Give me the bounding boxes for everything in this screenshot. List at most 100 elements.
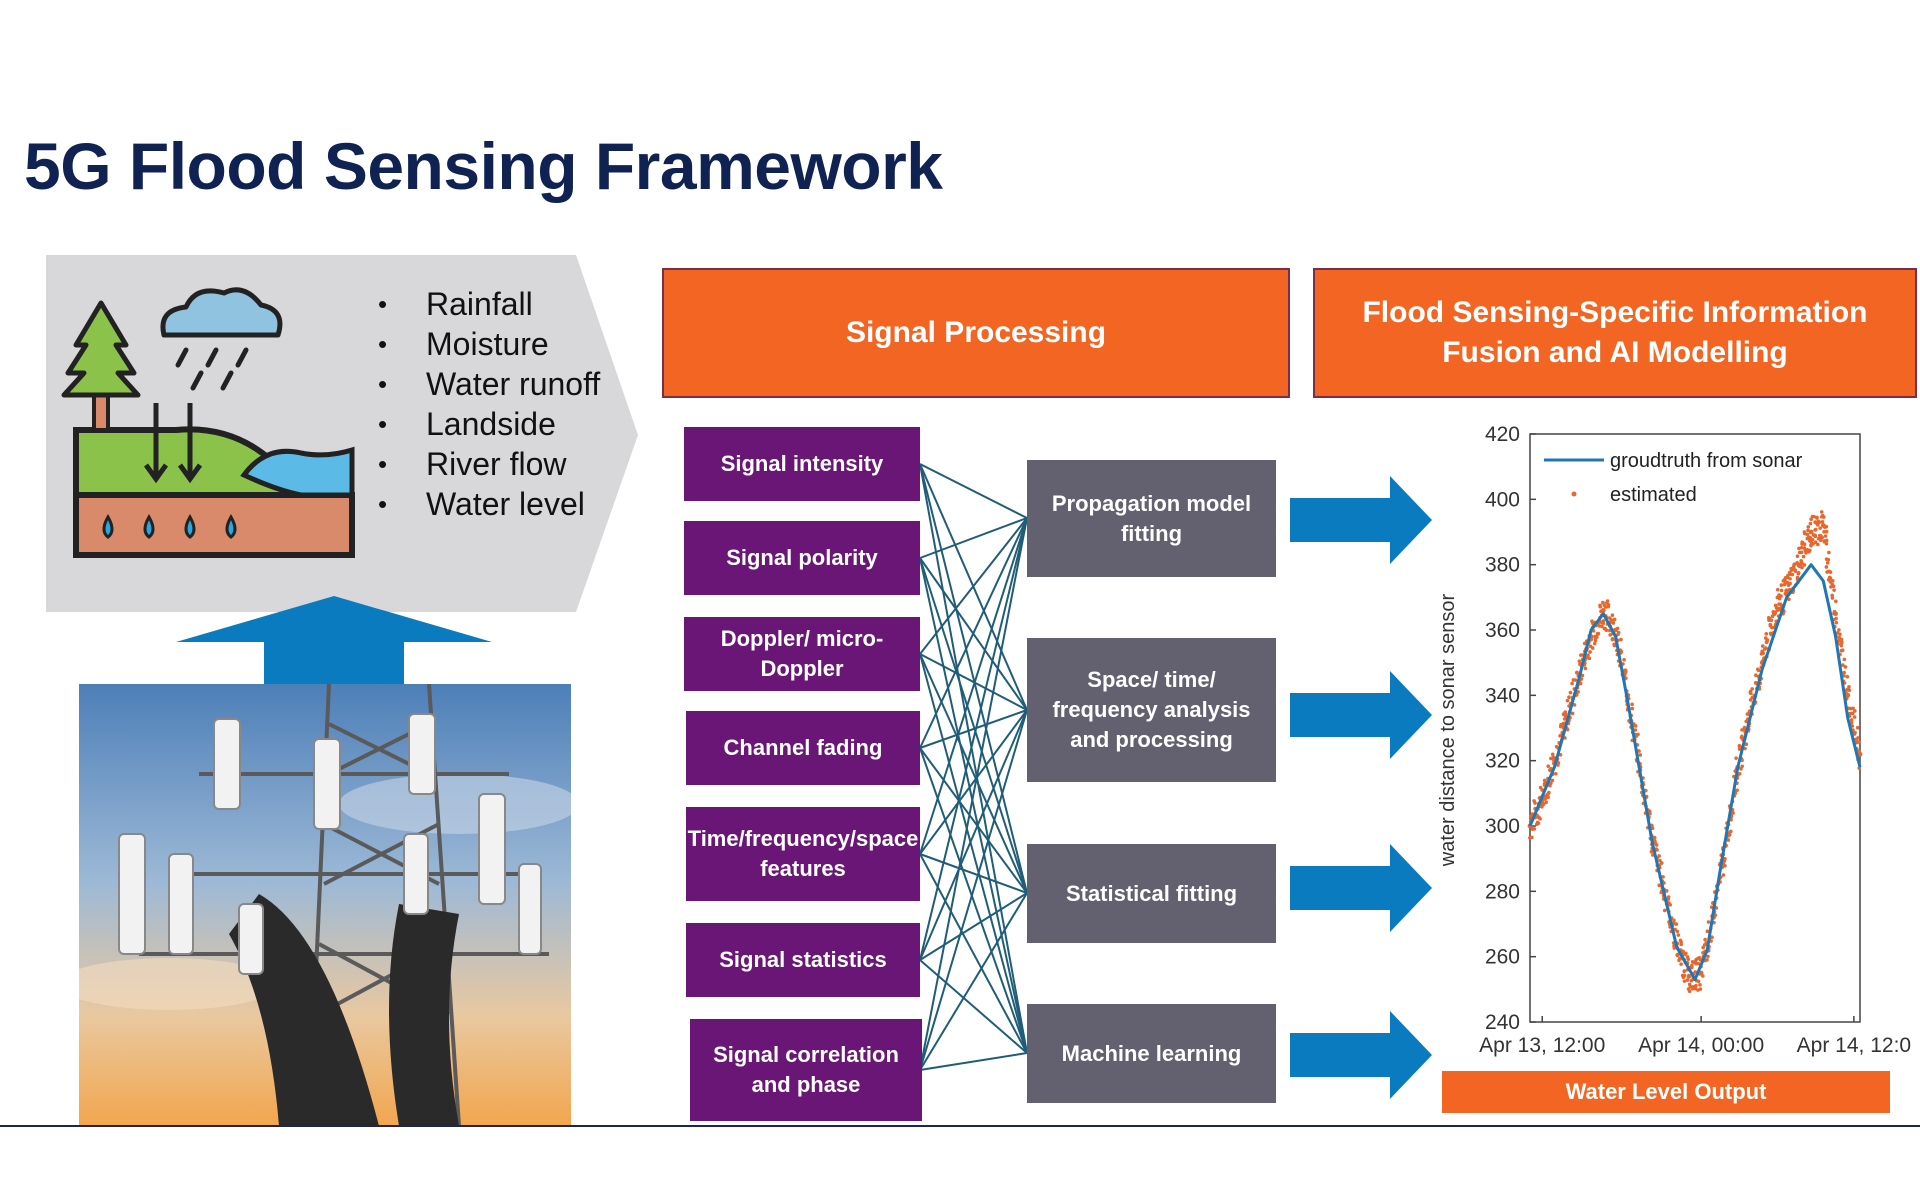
estimated-point <box>1729 829 1733 834</box>
up-arrow-icon <box>176 596 492 688</box>
estimated-point <box>1813 527 1818 532</box>
estimated-point <box>1572 703 1577 707</box>
estimated-point <box>1839 643 1844 648</box>
estimated-point <box>1748 689 1753 694</box>
y-tick-label: 300 <box>1485 815 1520 838</box>
estimated-point <box>1600 624 1604 629</box>
estimated-point <box>1779 588 1784 593</box>
estimated-point <box>1824 541 1829 546</box>
legend-dot-swatch <box>1571 491 1577 497</box>
hazard-item: Rainfall <box>378 284 636 324</box>
estimated-point <box>1633 728 1638 732</box>
estimated-point <box>1815 515 1819 520</box>
feature-time-frequency-space: Time/frequency/space features <box>686 807 920 901</box>
link-line <box>919 709 1028 855</box>
estimated-point <box>1765 638 1770 642</box>
estimated-point <box>1604 628 1609 633</box>
estimated-point <box>1583 666 1588 671</box>
estimated-point <box>1538 817 1542 821</box>
estimated-point <box>1849 720 1854 725</box>
link-line <box>919 517 1028 855</box>
estimated-point <box>1825 561 1830 565</box>
y-tick-label: 400 <box>1485 488 1520 511</box>
x-tick-label: Apr 14, 00:00 <box>1638 1034 1764 1057</box>
estimated-point <box>1834 599 1838 604</box>
y-tick-label: 420 <box>1485 423 1520 446</box>
estimated-point <box>1734 756 1738 760</box>
estimated-point <box>1742 725 1747 730</box>
estimated-point <box>1787 597 1791 602</box>
estimated-point <box>1657 854 1661 858</box>
estimated-point <box>1623 670 1628 674</box>
estimated-point <box>1703 937 1707 942</box>
estimated-point <box>1705 958 1709 962</box>
estimated-point <box>1654 843 1659 847</box>
estimated-point <box>1790 572 1795 577</box>
method-propagation-model: Propagation model fitting <box>1027 460 1276 577</box>
estimated-point <box>1772 611 1777 617</box>
estimated-point <box>1657 883 1661 888</box>
estimated-point <box>1586 653 1590 657</box>
estimated-point <box>1824 538 1829 543</box>
estimated-point <box>1800 540 1805 544</box>
cell-tower-image <box>79 684 571 1126</box>
estimated-point <box>1706 954 1710 959</box>
estimated-point <box>1782 582 1787 587</box>
estimated-point <box>1611 621 1616 625</box>
estimated-point <box>1775 587 1780 592</box>
estimated-point <box>1857 766 1862 770</box>
chart-ylabel: water distance to sonar sensor <box>1437 593 1459 867</box>
link-line <box>919 463 1028 519</box>
estimated-point <box>1679 942 1684 947</box>
estimated-point <box>1845 674 1850 679</box>
estimated-point <box>1668 903 1672 907</box>
link-line <box>919 892 1028 961</box>
estimated-point <box>1775 608 1780 613</box>
link-line <box>919 653 1028 1054</box>
x-tick-label: Apr 14, 12:0 <box>1797 1034 1911 1057</box>
estimated-point <box>1822 530 1826 534</box>
estimated-point <box>1573 678 1578 682</box>
estimated-point <box>1740 764 1745 769</box>
estimated-point <box>1536 821 1541 826</box>
estimated-point <box>1768 623 1773 627</box>
estimated-point <box>1830 578 1835 583</box>
hazard-item: Landside <box>378 404 636 444</box>
estimated-point <box>1750 687 1754 691</box>
estimated-point <box>1706 920 1711 924</box>
estimated-point <box>1809 517 1813 522</box>
estimated-point <box>1799 545 1804 550</box>
estimated-point <box>1705 929 1710 934</box>
estimated-point <box>1659 861 1664 865</box>
estimated-point <box>1828 576 1833 580</box>
y-tick-label: 380 <box>1485 554 1520 577</box>
estimated-point <box>1851 711 1855 716</box>
estimated-point <box>1845 692 1851 698</box>
hazard-item: River flow <box>378 444 636 484</box>
estimated-point <box>1764 632 1769 636</box>
estimated-point <box>1839 648 1844 653</box>
estimated-point <box>1600 608 1606 613</box>
water-level-output-label: Water Level Output <box>1442 1071 1890 1113</box>
estimated-point <box>1847 688 1852 692</box>
estimated-point <box>1622 657 1626 662</box>
legend-label: estimated <box>1610 484 1697 506</box>
estimated-point <box>1612 643 1617 648</box>
estimated-point <box>1737 771 1742 776</box>
estimated-point <box>1554 771 1558 776</box>
estimated-point <box>1816 542 1820 547</box>
estimated-point <box>1764 646 1768 650</box>
estimated-point <box>1606 604 1611 609</box>
estimated-point <box>1681 949 1685 954</box>
estimated-point <box>1837 628 1841 632</box>
estimated-point <box>1797 546 1801 551</box>
link-line <box>919 892 1028 1071</box>
feature-doppler: Doppler/ micro-Doppler <box>684 617 920 691</box>
estimated-point <box>1806 525 1811 529</box>
y-tick-label: 320 <box>1485 750 1520 773</box>
estimated-point <box>1690 965 1694 970</box>
estimated-point <box>1744 742 1749 747</box>
estimated-point <box>1540 804 1544 809</box>
estimated-point <box>1570 681 1574 686</box>
